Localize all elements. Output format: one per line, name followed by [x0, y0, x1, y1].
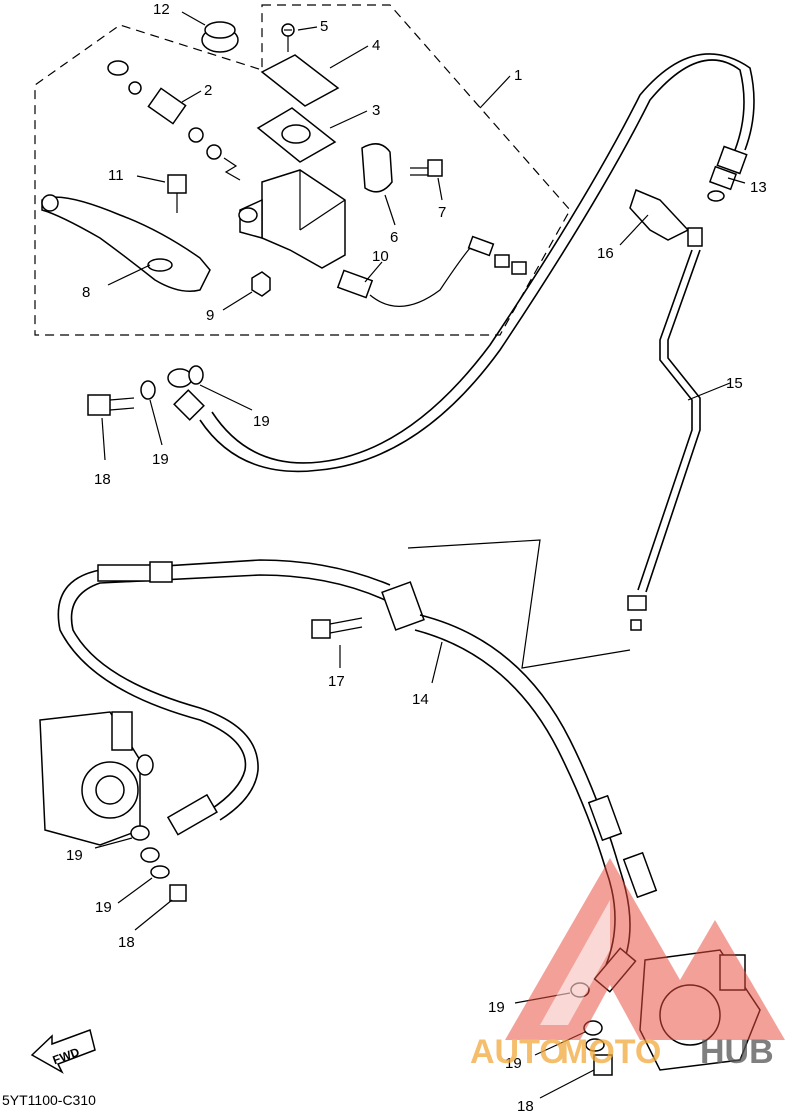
- part-1-upper-brake-hose: [167, 53, 755, 473]
- fwd-arrow-icon: FWD: [30, 1029, 96, 1074]
- part-2-piston-kit: [107, 60, 241, 181]
- assembly-dashed-boundary: [34, 4, 571, 336]
- part-14-lower-brake-hose: [57, 559, 658, 993]
- callout-15: 15: [726, 375, 743, 392]
- callout-5: 5: [320, 18, 328, 35]
- callout-19f: 19: [505, 1055, 522, 1072]
- callout-18a: 18: [94, 471, 111, 488]
- part-17-joint-bolt: [311, 617, 363, 639]
- callout-19d: 19: [95, 899, 112, 916]
- callout-8: 8: [82, 284, 90, 301]
- callout-19a: 19: [152, 451, 169, 468]
- joint-bracket-outline: [407, 539, 631, 669]
- callout-9: 9: [206, 307, 214, 324]
- part-16-clip: [629, 188, 690, 241]
- part-9-nut: [251, 271, 271, 297]
- part-5-screw: [281, 23, 295, 52]
- callout-19b: 19: [253, 413, 270, 430]
- part-8-brake-lever: [41, 194, 211, 292]
- callout-10: 10: [372, 248, 389, 265]
- watermark-part3: HUB: [700, 1033, 774, 1071]
- callout-11: 11: [108, 167, 124, 184]
- callout-12: 12: [153, 1, 170, 18]
- callout-18c: 18: [517, 1098, 534, 1113]
- master-cylinder-body: [238, 169, 346, 269]
- callout-14: 14: [412, 691, 429, 708]
- callout-19c: 19: [66, 847, 83, 864]
- left-brake-caliper: [39, 711, 154, 846]
- callout-13: 13: [750, 179, 767, 196]
- callout-16: 16: [597, 245, 614, 262]
- part-13-hose-fitting: [707, 145, 748, 202]
- callout-19e: 19: [488, 999, 505, 1016]
- callout-17: 17: [328, 673, 345, 690]
- callout-3: 3: [372, 102, 380, 119]
- watermark-part2: MOTO: [560, 1033, 661, 1071]
- watermark-part1: AUTO: [470, 1033, 566, 1071]
- part-6-clamp: [361, 143, 393, 193]
- diagram-code: 5YT1100-C310: [2, 1092, 96, 1108]
- callout-4: 4: [372, 37, 380, 54]
- part-15-brake-pipe: [627, 227, 703, 631]
- part-12-cap: [201, 21, 239, 53]
- part-4-reservoir-cover: [260, 54, 340, 107]
- part-10-brake-switch: [336, 235, 527, 307]
- callout-18b: 18: [118, 934, 135, 951]
- left-lower-bolt-washers: [130, 825, 187, 902]
- callout-2: 2: [204, 82, 212, 99]
- automotohub-watermark-logo: AUTO MOTO HUB: [470, 858, 785, 1071]
- callout-7: 7: [438, 204, 446, 221]
- callout-1: 1: [514, 67, 522, 84]
- part-7-bolt: [410, 159, 443, 177]
- callout-6: 6: [390, 229, 398, 246]
- part-3-diaphragm: [256, 107, 337, 163]
- part-11-pivot-bolt: [167, 174, 187, 213]
- upper-bolt-washers: [87, 365, 204, 416]
- watermark-triangle-icon: [505, 858, 785, 1040]
